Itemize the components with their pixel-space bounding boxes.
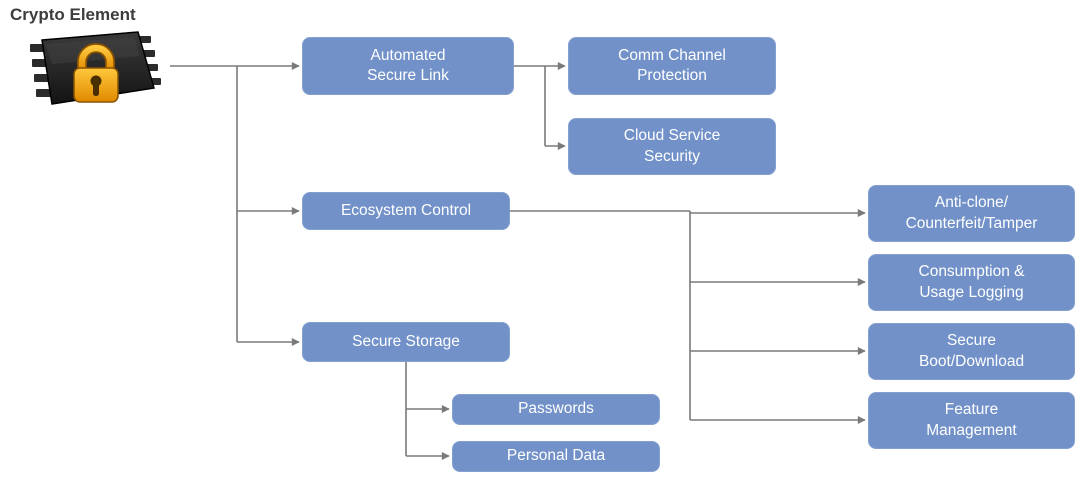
- node-secure-boot-download: Secure Boot/Download: [868, 323, 1075, 380]
- node-cloud-service-security: Cloud Service Security: [568, 118, 776, 175]
- node-passwords: Passwords: [452, 394, 660, 425]
- node-feature-management: Feature Management: [868, 392, 1075, 449]
- node-secure-storage: Secure Storage: [302, 322, 510, 362]
- node-personal-data: Personal Data: [452, 441, 660, 472]
- node-automated-secure-link: Automated Secure Link: [302, 37, 514, 95]
- node-consumption-usage-logging: Consumption & Usage Logging: [868, 254, 1075, 311]
- node-comm-channel-protection: Comm Channel Protection: [568, 37, 776, 95]
- node-anti-clone-counterfeit-tamper: Anti-clone/ Counterfeit/Tamper: [868, 185, 1075, 242]
- crypto-chip-lock-icon: [12, 28, 167, 113]
- node-ecosystem-control: Ecosystem Control: [302, 192, 510, 230]
- diagram-title: Crypto Element: [10, 5, 136, 24]
